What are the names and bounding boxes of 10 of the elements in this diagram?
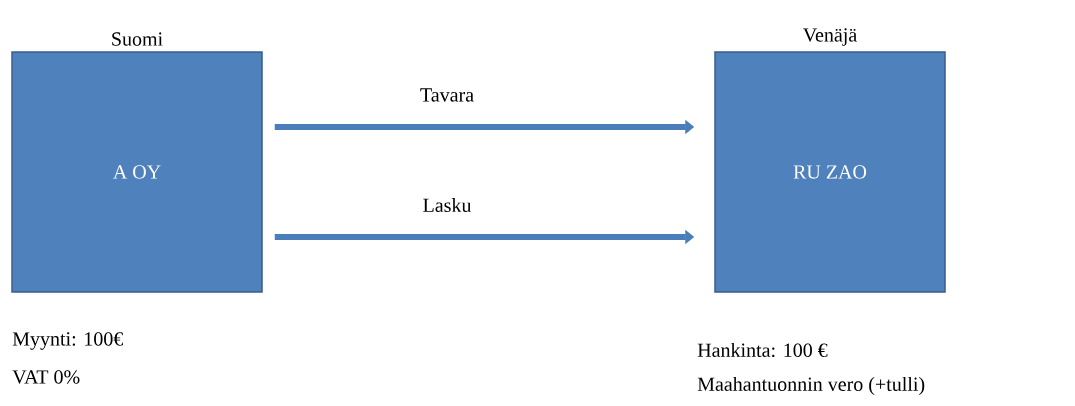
country-heading: Suomi: [112, 32, 163, 46]
note-text: VAT 0%: [12, 370, 80, 384]
country-heading: Venäjä: [803, 28, 857, 46]
note-text: Myynti: 100€: [12, 332, 124, 350]
note-text: Hankinta: 100 €: [697, 342, 828, 358]
entity-box: A OY: [11, 51, 263, 293]
edge-label: Tavara: [418, 87, 476, 103]
note-text: Maahantuonnin vero (+tulli): [697, 376, 925, 396]
edge-label: Lasku: [421, 196, 473, 214]
entity-box: RU ZAO: [714, 51, 946, 293]
